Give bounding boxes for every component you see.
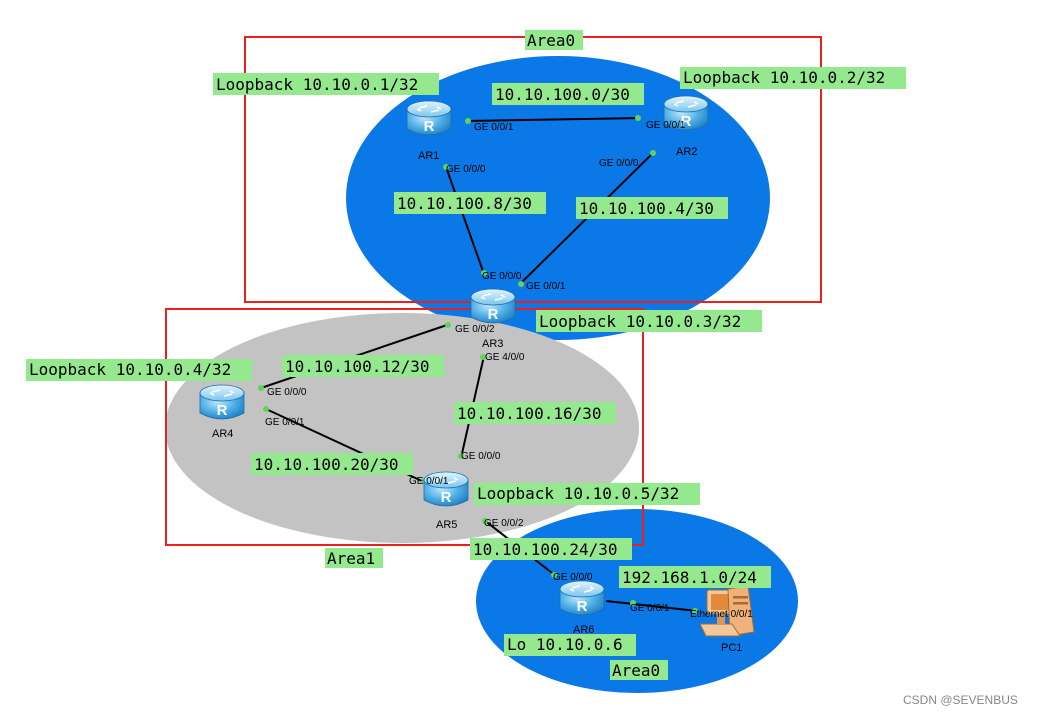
link-ar6-pc1 — [605, 600, 698, 612]
port-label: GE 0/0/2 — [455, 324, 495, 335]
subnet-label: 10.10.100.4/30 — [579, 199, 714, 218]
subnet-label: 10.10.100.8/30 — [397, 194, 532, 213]
port-label: GE 0/0/0 — [482, 271, 522, 282]
area-label: Area1 — [327, 549, 375, 568]
subnet-label: 10.10.100.24/30 — [473, 540, 618, 559]
port-dot — [263, 406, 269, 412]
link-ar1-ar3 — [445, 166, 485, 275]
router-ar1[interactable]: AR1 — [406, 100, 452, 162]
port-dot — [480, 354, 486, 360]
loopback-label: Lo 10.10.0.6 — [507, 635, 623, 654]
area-label: Area0 — [612, 661, 660, 680]
port-label: GE 0/0/1 — [265, 417, 305, 428]
loopback-label: Loopback 10.10.0.1/32 — [216, 75, 418, 94]
router-ar2[interactable]: AR2 — [663, 95, 709, 158]
link-ar1-ar2 — [465, 117, 641, 122]
port-dot — [650, 150, 656, 156]
port-label: GE 0/0/1 — [409, 476, 449, 487]
port-label: GE 0/0/0 — [267, 387, 307, 398]
router-ar4[interactable]: AR4 — [199, 384, 245, 440]
port-dot — [258, 385, 264, 391]
port-dot — [551, 572, 557, 578]
port-dot — [630, 600, 636, 606]
port-label: GE 0/0/2 — [484, 518, 524, 529]
port-label: GE 0/0/1 — [646, 120, 686, 131]
device-name: AR1 — [418, 150, 439, 162]
port-label: GE 0/0/1 — [526, 281, 566, 292]
router-ar3[interactable]: AR3 — [470, 288, 516, 350]
port-label: GE 0/0/1 — [630, 603, 670, 614]
port-dot — [518, 281, 524, 287]
area1-box — [165, 308, 644, 546]
device-name: AR5 — [436, 519, 457, 531]
port-dot — [481, 270, 487, 276]
port-label: GE 0/0/1 — [474, 122, 514, 133]
device-name: AR2 — [676, 146, 697, 158]
port-dot — [458, 453, 464, 459]
loopback-label: Loopback 10.10.0.4/32 — [29, 360, 231, 379]
loopback-label: Loopback 10.10.0.3/32 — [539, 312, 741, 331]
router-ar5[interactable]: AR5 — [423, 471, 469, 531]
subnet-label: 10.10.100.16/30 — [457, 404, 602, 423]
port-dot — [482, 518, 488, 524]
area1-ellipse — [165, 313, 639, 543]
area-label: Area0 — [527, 31, 575, 50]
port-dot — [635, 115, 641, 121]
port-dot — [465, 118, 471, 124]
pc1[interactable]: PC1 — [699, 585, 755, 654]
port-label: GE 0/0/0 — [553, 572, 593, 583]
port-labels: GE 0/0/1 GE 0/0/1 GE 0/0/0 GE 0/0/0 GE 0… — [265, 120, 753, 620]
device-name: AR4 — [212, 428, 233, 440]
subnet-label: 192.168.1.0/24 — [622, 568, 757, 587]
device-name: AR6 — [573, 624, 594, 636]
area0-top-ellipse — [346, 56, 770, 340]
port-dots — [258, 115, 698, 614]
subnet-label: 10.10.100.12/30 — [285, 357, 430, 376]
port-dot — [445, 322, 451, 328]
router-icon — [199, 384, 245, 420]
watermark: CSDN @SEVENBUS — [903, 693, 1018, 707]
loopback-labels: Loopback 10.10.0.1/32 Loopback 10.10.0.2… — [26, 67, 906, 656]
router-ar6[interactable]: AR6 — [559, 580, 605, 636]
port-label: GE 0/0/0 — [599, 158, 639, 169]
port-label: GE 4/0/0 — [485, 352, 525, 363]
device-name: PC1 — [721, 642, 742, 654]
subnet-label: 10.10.100.20/30 — [254, 455, 399, 474]
port-label: Ethernet 0/0/1 — [690, 609, 753, 620]
port-label: GE 0/0/0 — [446, 164, 486, 175]
router-icon — [559, 580, 605, 616]
port-label: GE 0/0/0 — [461, 451, 501, 462]
router-icon — [470, 288, 516, 324]
loopback-label: Loopback 10.10.0.5/32 — [477, 484, 679, 503]
port-dot — [692, 608, 698, 614]
subnet-label: 10.10.100.0/30 — [495, 85, 630, 104]
subnet-labels: 10.10.100.0/30 10.10.100.4/30 10.10.100.… — [251, 83, 771, 588]
pc-icon — [699, 585, 755, 637]
router-icon — [406, 100, 452, 136]
area-labels: Area0 Area1 Area0 — [325, 30, 668, 680]
device-name: AR3 — [482, 338, 503, 350]
port-dot — [443, 164, 449, 170]
loopback-label: Loopback 10.10.0.2/32 — [683, 68, 885, 87]
